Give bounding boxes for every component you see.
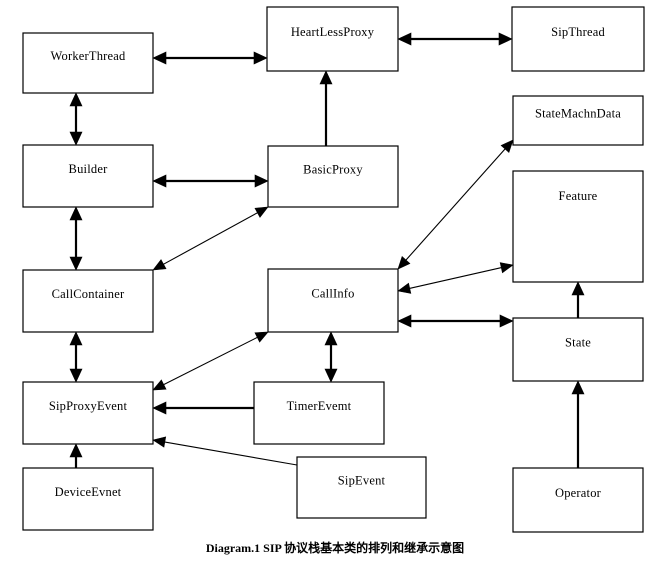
- class-node-callcontainer[interactable]: CallContainer: [22, 269, 154, 333]
- edge-callcontainer-sipproxyevent: [69, 331, 83, 383]
- class-node-box-timerevemt[interactable]: [253, 381, 385, 445]
- class-node-box-deviceevnet[interactable]: [22, 467, 154, 531]
- class-node-box-workerthread[interactable]: [22, 32, 154, 94]
- edge-callinfo-timerevemt: [324, 331, 338, 383]
- edge-line-sipevent-sipproxyevent: [162, 441, 298, 466]
- edge-state-feature: [571, 281, 585, 318]
- class-node-label-heartlessproxy: HeartLessProxy: [291, 25, 375, 39]
- class-node-box-sipthread[interactable]: [511, 6, 645, 72]
- edge-heartlessproxy-sipthread: [397, 32, 513, 46]
- class-node-box-state[interactable]: [512, 317, 644, 382]
- edge-callcontainer-basicproxy: [152, 206, 269, 271]
- class-node-box-feature[interactable]: [512, 170, 644, 283]
- class-node-label-basicproxy: BasicProxy: [303, 162, 363, 176]
- edge-line-callcontainer-basicproxy: [161, 211, 260, 266]
- class-node-label-sipproxyevent: SipProxyEvent: [49, 399, 128, 413]
- edge-line-sipproxyevent-callinfo: [161, 336, 260, 386]
- class-node-label-timerevemt: TimerEvemt: [287, 399, 352, 413]
- edge-builder-basicproxy: [152, 174, 269, 188]
- class-node-sipproxyevent[interactable]: SipProxyEvent: [22, 381, 154, 445]
- class-node-box-sipevent[interactable]: [296, 456, 427, 519]
- class-node-label-state: State: [565, 335, 591, 349]
- edge-workerthread-builder: [69, 92, 83, 146]
- class-node-box-statemachndata[interactable]: [512, 95, 644, 146]
- class-node-box-sipproxyevent[interactable]: [22, 381, 154, 445]
- class-node-label-feature: Feature: [559, 189, 598, 203]
- edge-sipevent-sipproxyevent: [152, 436, 298, 466]
- edge-workerthread-heartlessproxy: [152, 51, 268, 65]
- class-node-label-workerthread: WorkerThread: [51, 49, 127, 63]
- class-node-label-callcontainer: CallContainer: [52, 287, 125, 301]
- class-node-label-callinfo: CallInfo: [311, 286, 354, 300]
- class-node-box-callinfo[interactable]: [267, 268, 399, 333]
- class-node-state[interactable]: State: [512, 317, 644, 382]
- edge-callinfo-state: [397, 314, 514, 328]
- class-node-label-statemachndata: StateMachnData: [535, 106, 621, 120]
- class-node-workerthread[interactable]: WorkerThread: [22, 32, 154, 94]
- edge-line-callinfo-feature: [407, 266, 504, 290]
- edge-callinfo-feature: [397, 262, 514, 294]
- edge-callinfo-statemachndata: [397, 139, 514, 270]
- class-node-label-deviceevnet: DeviceEvnet: [55, 485, 122, 499]
- class-node-statemachndata[interactable]: StateMachnData: [512, 95, 644, 146]
- edge-builder-callcontainer: [69, 206, 83, 271]
- class-node-operator[interactable]: Operator: [512, 467, 644, 533]
- class-node-box-callcontainer[interactable]: [22, 269, 154, 333]
- class-node-heartlessproxy[interactable]: HeartLessProxy: [266, 6, 399, 72]
- class-node-builder[interactable]: Builder: [22, 144, 154, 208]
- edges-layer: [69, 32, 585, 468]
- class-node-deviceevnet[interactable]: DeviceEvnet: [22, 467, 154, 531]
- edge-operator-state: [571, 380, 585, 468]
- class-node-label-sipevent: SipEvent: [338, 473, 386, 487]
- class-node-sipevent[interactable]: SipEvent: [296, 456, 427, 519]
- class-node-box-basicproxy[interactable]: [267, 145, 399, 208]
- class-node-basicproxy[interactable]: BasicProxy: [267, 145, 399, 208]
- edge-line-callinfo-statemachndata: [404, 147, 507, 262]
- class-node-callinfo[interactable]: CallInfo: [267, 268, 399, 333]
- nodes-layer: WorkerThread HeartLessProxy SipThreadState…: [22, 6, 645, 533]
- class-node-label-operator: Operator: [555, 486, 602, 500]
- edge-deviceevnet-sipproxyevent: [69, 443, 83, 468]
- class-node-box-heartlessproxy[interactable]: [266, 6, 399, 72]
- class-node-sipthread[interactable]: SipThread: [511, 6, 645, 72]
- class-node-feature[interactable]: Feature: [512, 170, 644, 283]
- edge-timerevemt-sipproxyevent: [152, 401, 254, 415]
- diagram-caption: Diagram.1 SIP 协议栈基本类的排列和继承示意图: [206, 540, 464, 555]
- class-node-label-sipthread: SipThread: [551, 25, 605, 39]
- class-node-timerevemt[interactable]: TimerEvemt: [253, 381, 385, 445]
- edge-sipproxyevent-callinfo: [152, 331, 269, 391]
- class-node-box-builder[interactable]: [22, 144, 154, 208]
- class-node-box-operator[interactable]: [512, 467, 644, 533]
- class-node-label-builder: Builder: [69, 162, 109, 176]
- edge-basicproxy-heartlessproxy: [319, 70, 333, 146]
